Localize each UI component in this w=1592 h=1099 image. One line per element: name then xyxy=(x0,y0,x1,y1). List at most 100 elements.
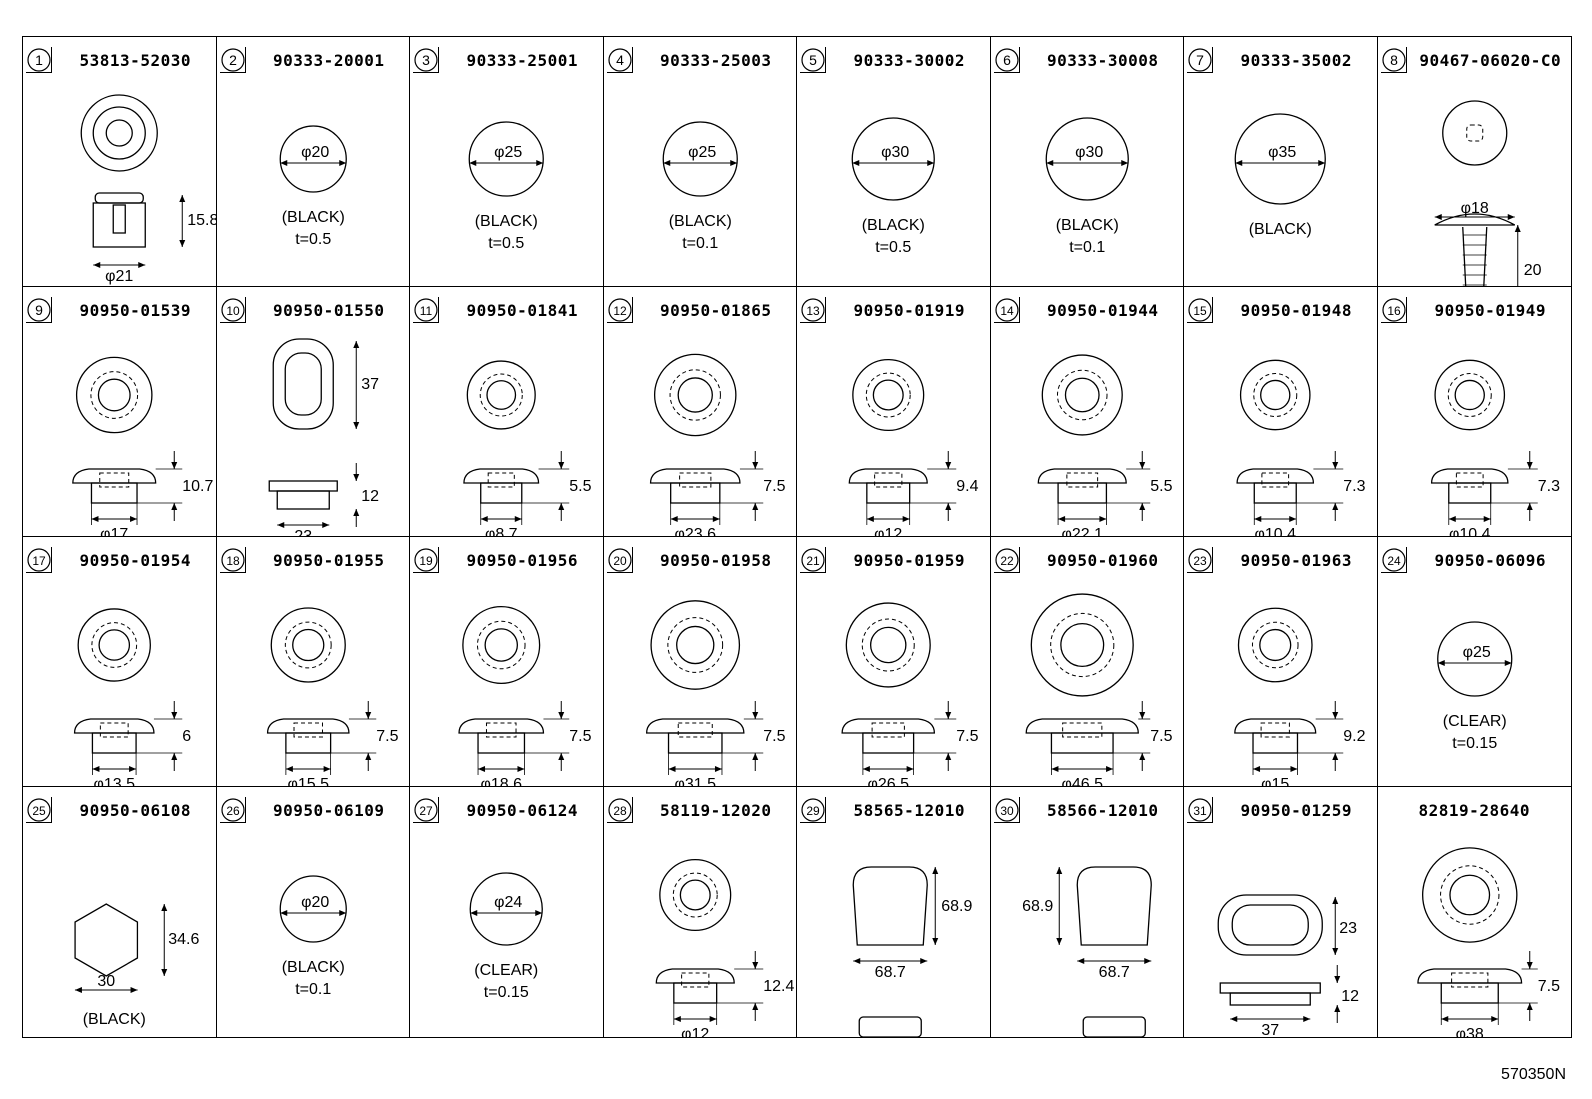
item-number-badge: 14 xyxy=(993,297,1020,323)
diameter-label: φ25 xyxy=(1462,644,1490,661)
dimension-label: φ46.5 xyxy=(1061,776,1103,787)
dimension-label: 7.3 xyxy=(1343,478,1365,495)
diameter-label: φ35 xyxy=(1268,144,1296,161)
dimension-label: φ12 xyxy=(681,1026,709,1037)
part-drawing: 34.630(BLACK) xyxy=(74,903,199,1028)
item-number: 22 xyxy=(1000,554,1014,568)
dimension-label: 12.4 xyxy=(763,978,794,995)
item-number: 24 xyxy=(1387,554,1401,568)
item-number-badge: 7 xyxy=(1187,47,1213,73)
item-number-badge: 31 xyxy=(1187,797,1213,823)
dimension-label: φ31.5 xyxy=(674,776,716,787)
item-number-badge: 10 xyxy=(219,297,246,323)
item-number: 2 xyxy=(229,52,237,68)
item-number: 8 xyxy=(1390,52,1398,68)
item-number: 10 xyxy=(226,304,240,318)
dimension-label: φ10.4 xyxy=(1448,526,1490,537)
part-number: 90950-01963 xyxy=(1240,551,1352,570)
part-number: 90950-01865 xyxy=(660,301,772,320)
dimension-label: 12 xyxy=(361,488,379,505)
dimension-label: 7.5 xyxy=(569,728,591,745)
dimension-label: 5.5 xyxy=(569,478,591,495)
dimension-label: 7.5 xyxy=(1537,978,1559,995)
part-drawing: 7.3 φ10.4 xyxy=(1430,359,1560,537)
plug-outline xyxy=(468,121,544,197)
item-number-badge: 17 xyxy=(26,547,52,573)
dimension-label: φ26.5 xyxy=(867,776,909,787)
dimension-label: φ12 xyxy=(874,526,902,537)
dimension-label: 68.7 xyxy=(875,964,906,981)
part-number: 90950-01959 xyxy=(853,551,965,570)
item-number: 25 xyxy=(32,804,46,818)
item-number-badge: 27 xyxy=(413,797,439,823)
part-number: 90333-25001 xyxy=(466,51,578,70)
part-drawing: φ30(BLACK)t=0.5 xyxy=(851,117,935,256)
part-number: 90333-35002 xyxy=(1240,51,1352,70)
part-number: 90950-01919 xyxy=(853,301,965,320)
item-number: 7 xyxy=(1196,52,1204,68)
item-number-badge: 25 xyxy=(26,797,52,823)
part-number: 90333-30008 xyxy=(1047,51,1159,70)
part-number: 53813-52030 xyxy=(79,51,191,70)
dimension-label: φ15.5 xyxy=(287,776,329,787)
part-number: 90950-01954 xyxy=(79,551,191,570)
item-number-badge: 26 xyxy=(219,797,246,823)
color-note: (BLACK) xyxy=(668,213,731,230)
item-number: 21 xyxy=(806,554,820,568)
diameter-label: φ20 xyxy=(301,144,329,161)
dimension-label: φ15 xyxy=(1261,776,1289,787)
part-number: 58565-12010 xyxy=(853,801,965,820)
dimension-label: φ21 xyxy=(105,268,133,285)
thickness-note: t=0.5 xyxy=(875,239,911,256)
dimension-label: 20 xyxy=(1523,262,1541,279)
item-number-badge: 3 xyxy=(413,47,439,73)
item-number: 28 xyxy=(613,804,627,818)
item-number-badge: 15 xyxy=(1187,297,1213,323)
item-number-badge: 18 xyxy=(219,547,246,573)
part-number: 90950-01949 xyxy=(1434,301,1546,320)
item-number-badge: 24 xyxy=(1380,547,1407,573)
part-number: 90467-06020-C0 xyxy=(1419,51,1562,70)
item-number-badge: 19 xyxy=(413,547,439,573)
part-number: 58119-12020 xyxy=(660,801,772,820)
part-number: 90950-06108 xyxy=(79,801,191,820)
item-number: 1 xyxy=(35,52,43,68)
item-number-badge: 29 xyxy=(800,797,826,823)
item-number: 29 xyxy=(806,804,820,818)
diagram-reference: 570350N xyxy=(1501,1066,1566,1083)
dimension-label: 7.3 xyxy=(1537,478,1559,495)
plug-outline xyxy=(1045,117,1129,201)
part-cell: 28 58119-12020 12.4 φ12 xyxy=(604,787,797,1037)
item-number-badge: 2 xyxy=(219,47,246,73)
item-number: 6 xyxy=(1003,52,1011,68)
dimension-label: φ38 xyxy=(1455,1026,1483,1037)
part-drawing: 12.4 φ12 xyxy=(655,858,794,1037)
diameter-label: φ20 xyxy=(301,894,329,911)
dimension-label: 10.7 xyxy=(182,478,213,495)
item-number: 12 xyxy=(613,304,627,318)
part-number: 58566-12010 xyxy=(1047,801,1159,820)
part-drawing: φ24(CLEAR)t=0.15 xyxy=(469,872,543,1001)
item-number: 31 xyxy=(1193,804,1207,818)
